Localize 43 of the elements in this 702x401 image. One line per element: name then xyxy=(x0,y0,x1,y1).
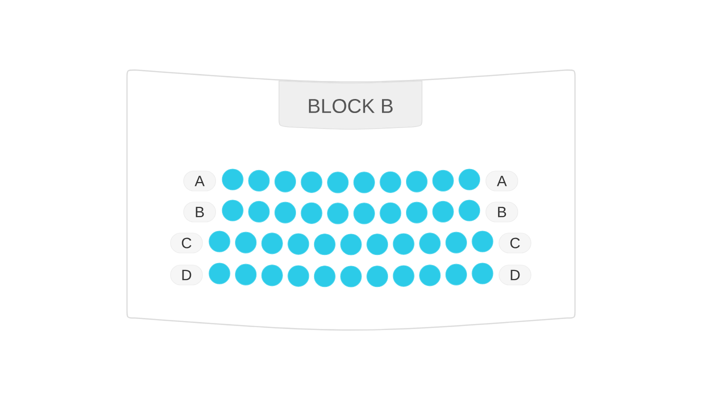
seat xyxy=(380,171,402,193)
seat xyxy=(314,234,336,256)
block-heading-tab: BLOCK B xyxy=(278,80,422,130)
seat xyxy=(353,202,375,224)
seat xyxy=(314,266,336,288)
seat xyxy=(353,172,375,194)
seat xyxy=(235,232,257,254)
seat xyxy=(380,202,402,224)
seat xyxy=(445,264,467,286)
seat xyxy=(392,265,414,287)
seat xyxy=(340,266,362,288)
seat xyxy=(340,234,362,256)
seat xyxy=(288,265,310,287)
seat xyxy=(472,230,494,252)
seat xyxy=(327,202,349,224)
seat xyxy=(432,170,454,192)
seat xyxy=(472,262,494,284)
seat xyxy=(406,202,428,224)
seat xyxy=(274,202,296,224)
seat xyxy=(261,232,283,254)
seat xyxy=(222,168,244,190)
seat xyxy=(458,168,480,190)
seat xyxy=(366,234,388,256)
seat xyxy=(300,171,322,193)
seat xyxy=(419,264,441,286)
seat xyxy=(261,264,283,286)
seat xyxy=(248,170,270,192)
seat xyxy=(366,266,388,288)
seat xyxy=(406,170,428,192)
seat xyxy=(208,230,230,252)
seat xyxy=(274,170,296,192)
seat xyxy=(392,233,414,255)
seat xyxy=(222,200,244,222)
seat xyxy=(458,200,480,222)
seat xyxy=(432,200,454,222)
seat xyxy=(445,232,467,254)
seat xyxy=(327,172,349,194)
seat xyxy=(419,232,441,254)
seat xyxy=(208,262,230,284)
seat xyxy=(300,202,322,224)
seat xyxy=(288,233,310,255)
seat xyxy=(248,200,270,222)
seat xyxy=(235,264,257,286)
